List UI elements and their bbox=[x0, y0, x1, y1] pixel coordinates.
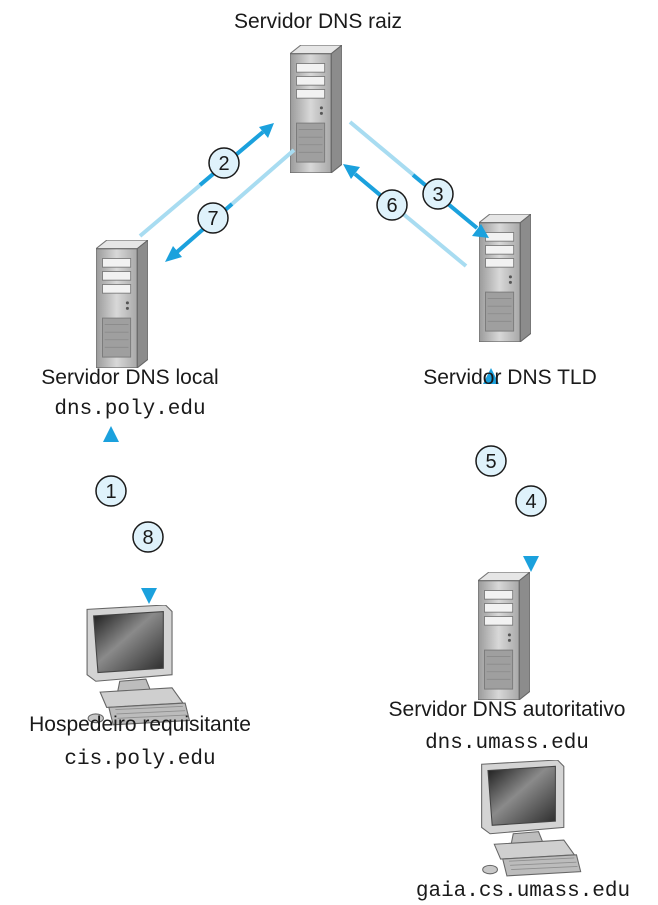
requester-label: Hospedeiro requisitante bbox=[29, 713, 251, 736]
arrow-step-4 bbox=[523, 400, 539, 572]
local-server bbox=[96, 240, 148, 368]
step-number: 2 bbox=[218, 153, 229, 175]
desktop-computer-icon bbox=[86, 605, 190, 726]
step-number: 8 bbox=[142, 527, 153, 549]
arrows bbox=[103, 120, 539, 604]
step-badge-5: 5 bbox=[475, 445, 507, 477]
step-badge-7: 7 bbox=[197, 202, 229, 234]
server-tower-icon bbox=[479, 214, 531, 342]
server-tower-icon bbox=[478, 572, 530, 700]
tld-server bbox=[479, 214, 531, 342]
step-badge-4: 4 bbox=[515, 485, 547, 517]
local-server-host: dns.poly.edu bbox=[54, 398, 205, 421]
root-server bbox=[290, 45, 342, 173]
step-number: 7 bbox=[207, 208, 218, 230]
authoritative-server-host: dns.umass.edu bbox=[425, 732, 589, 755]
desktop-computer-icon bbox=[481, 760, 582, 877]
server-tower-icon bbox=[96, 240, 148, 368]
step-badge-6: 6 bbox=[376, 189, 408, 221]
authoritative-server bbox=[478, 572, 530, 700]
requester-computer bbox=[86, 605, 190, 726]
arrow-step-1 bbox=[103, 426, 119, 598]
step-number: 6 bbox=[386, 195, 397, 217]
requester-host: cis.poly.edu bbox=[64, 748, 215, 771]
step-badge-1: 1 bbox=[95, 475, 127, 507]
local-server-label: Servidor DNS local bbox=[41, 366, 218, 389]
target-computer bbox=[481, 760, 582, 877]
step-badge-3: 3 bbox=[422, 178, 454, 210]
step-badges: 1 2 3 4 5 6 7 8 bbox=[95, 147, 547, 553]
step-number: 1 bbox=[105, 481, 116, 503]
authoritative-server-label: Servidor DNS autoritativo bbox=[389, 698, 626, 721]
step-number: 3 bbox=[432, 184, 443, 206]
root-server-label: Servidor DNS raiz bbox=[234, 10, 402, 33]
step-badge-8: 8 bbox=[132, 521, 164, 553]
tld-server-label: Servidor DNS TLD bbox=[423, 366, 597, 389]
target-host: gaia.cs.umass.edu bbox=[416, 880, 630, 903]
arrow-step-6 bbox=[343, 164, 468, 268]
step-number: 5 bbox=[485, 451, 496, 473]
step-badge-2: 2 bbox=[208, 147, 240, 179]
server-tower-icon bbox=[290, 45, 342, 173]
arrow-step-3 bbox=[348, 120, 489, 238]
arrow-step-8 bbox=[141, 430, 157, 604]
step-number: 4 bbox=[525, 491, 536, 513]
labels: Servidor DNS raiz Servidor DNS local dns… bbox=[29, 10, 630, 903]
